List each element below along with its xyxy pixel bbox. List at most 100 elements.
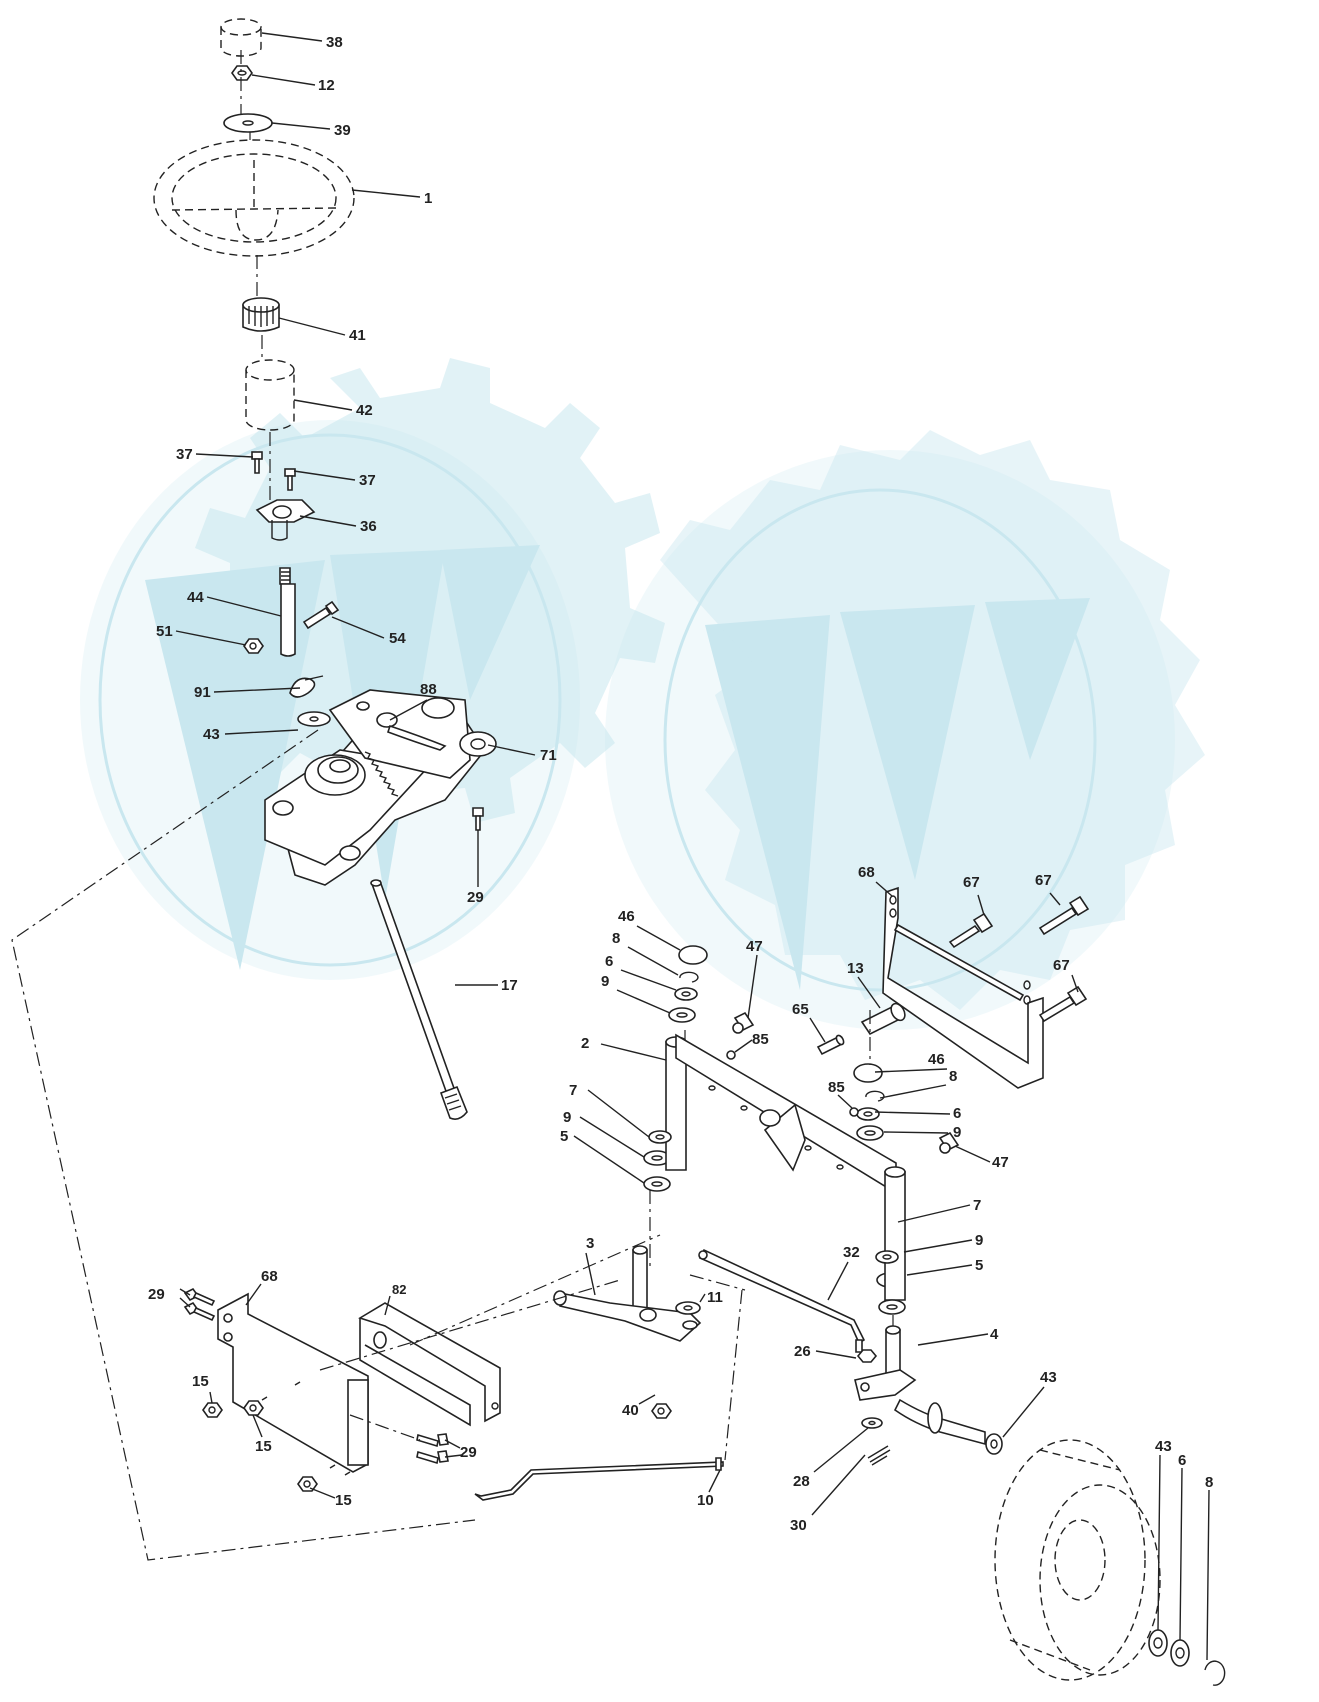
spacer-part xyxy=(860,1002,906,1036)
callout-7: 7 xyxy=(569,1082,577,1099)
callout-9: 9 xyxy=(975,1232,983,1249)
callout-7: 7 xyxy=(973,1197,981,1214)
callout-39: 39 xyxy=(334,122,351,139)
steering-adapter-part xyxy=(242,297,280,332)
callout-13: 13 xyxy=(847,960,864,977)
pivot-pin-part xyxy=(816,1034,845,1056)
callout-67: 67 xyxy=(1035,872,1052,889)
callout-30: 30 xyxy=(790,1517,807,1534)
callout-46: 46 xyxy=(928,1051,945,1068)
callout-67: 67 xyxy=(963,874,980,891)
mounting-plate-part xyxy=(217,1292,369,1476)
nut-part xyxy=(202,1400,318,1492)
washer-part xyxy=(223,113,273,133)
callout-36: 36 xyxy=(360,518,377,535)
steering-wheel-part xyxy=(153,139,355,257)
callout-5: 5 xyxy=(560,1128,568,1145)
callout-32: 32 xyxy=(843,1244,860,1261)
spindle-part xyxy=(854,1325,986,1446)
bolt-part xyxy=(472,807,484,831)
flange-bearing-part xyxy=(255,499,316,541)
mounting-bracket-part xyxy=(882,886,1044,1089)
callout-47: 47 xyxy=(992,1154,1009,1171)
washer-part xyxy=(297,711,331,727)
callout-44: 44 xyxy=(187,589,204,606)
callout-47: 47 xyxy=(746,938,763,955)
callout-88: 88 xyxy=(420,681,437,698)
sleeve-part xyxy=(245,359,295,431)
dust-cap-part xyxy=(678,945,883,1083)
callout-85: 85 xyxy=(752,1031,769,1048)
callout-1: 1 xyxy=(424,190,432,207)
callout-labels: 38 12 39 1 41 42 37 37 36 44 51 54 91 88… xyxy=(148,34,1213,1534)
spindle-part xyxy=(553,1245,702,1342)
callout-43: 43 xyxy=(1155,1438,1172,1455)
callout-4: 4 xyxy=(990,1326,999,1343)
callout-43: 43 xyxy=(1040,1369,1057,1386)
washer-part xyxy=(674,987,880,1121)
callout-38: 38 xyxy=(326,34,343,51)
callout-2: 2 xyxy=(581,1035,589,1052)
callout-6: 6 xyxy=(953,1105,961,1122)
callout-42: 42 xyxy=(356,402,373,419)
grease-fitting-part xyxy=(867,1445,891,1466)
front-axle-part xyxy=(665,1033,906,1301)
callout-9: 9 xyxy=(563,1109,571,1126)
grease-fitting-part xyxy=(732,1011,960,1154)
callout-17: 17 xyxy=(501,977,518,994)
callout-28: 28 xyxy=(793,1473,810,1490)
callout-15: 15 xyxy=(335,1492,352,1509)
callout-8: 8 xyxy=(612,930,620,947)
bolt-part xyxy=(302,600,340,630)
callout-82: 82 xyxy=(392,1282,406,1297)
callout-3: 3 xyxy=(586,1235,594,1252)
watermark-logo-left xyxy=(80,358,665,980)
washer-part xyxy=(861,1417,883,1429)
callout-8: 8 xyxy=(949,1068,957,1085)
callout-65: 65 xyxy=(792,1001,809,1018)
callout-43: 43 xyxy=(203,726,220,743)
small-fitting-part xyxy=(726,1050,859,1117)
callout-91: 91 xyxy=(194,684,211,701)
callout-15: 15 xyxy=(192,1373,209,1390)
callout-9: 9 xyxy=(953,1124,961,1141)
callout-12: 12 xyxy=(318,77,335,94)
callout-54: 54 xyxy=(389,630,406,647)
pinion-shaft-part xyxy=(370,879,468,1120)
callout-6: 6 xyxy=(605,953,613,970)
washer-part xyxy=(985,1433,1190,1667)
callout-37: 37 xyxy=(176,446,193,463)
callout-41: 41 xyxy=(349,327,366,344)
callout-46: 46 xyxy=(618,908,635,925)
retaining-ring-part xyxy=(679,971,885,1102)
bolt-part xyxy=(948,895,1090,1023)
steering-gear-housing-part xyxy=(264,689,497,886)
nut-part xyxy=(243,638,264,654)
nut-part xyxy=(856,1349,878,1363)
callout-9: 9 xyxy=(601,973,609,990)
callout-15: 15 xyxy=(255,1438,272,1455)
callout-26: 26 xyxy=(794,1343,811,1360)
retaining-ring-part xyxy=(1204,1660,1226,1686)
callout-68: 68 xyxy=(261,1268,278,1285)
leader-lines xyxy=(175,32,1210,1661)
callout-37: 37 xyxy=(359,472,376,489)
callout-40: 40 xyxy=(622,1402,639,1419)
callout-85: 85 xyxy=(828,1079,845,1096)
drag-link-part xyxy=(698,1248,866,1353)
front-wheel-part xyxy=(994,1439,1161,1681)
callout-51: 51 xyxy=(156,623,173,640)
support-bracket-part xyxy=(358,1302,501,1427)
control-rod-part xyxy=(474,1457,724,1501)
washer-part xyxy=(675,1301,701,1315)
bolt-part xyxy=(251,451,296,491)
callout-11: 11 xyxy=(707,1289,723,1306)
callout-8: 8 xyxy=(1205,1474,1213,1491)
callout-68: 68 xyxy=(858,864,875,881)
callout-29: 29 xyxy=(460,1444,477,1461)
callout-5: 5 xyxy=(975,1257,983,1274)
hairpin-clip-part xyxy=(289,675,324,698)
nut-part xyxy=(651,1403,672,1419)
nut-part xyxy=(231,65,253,81)
